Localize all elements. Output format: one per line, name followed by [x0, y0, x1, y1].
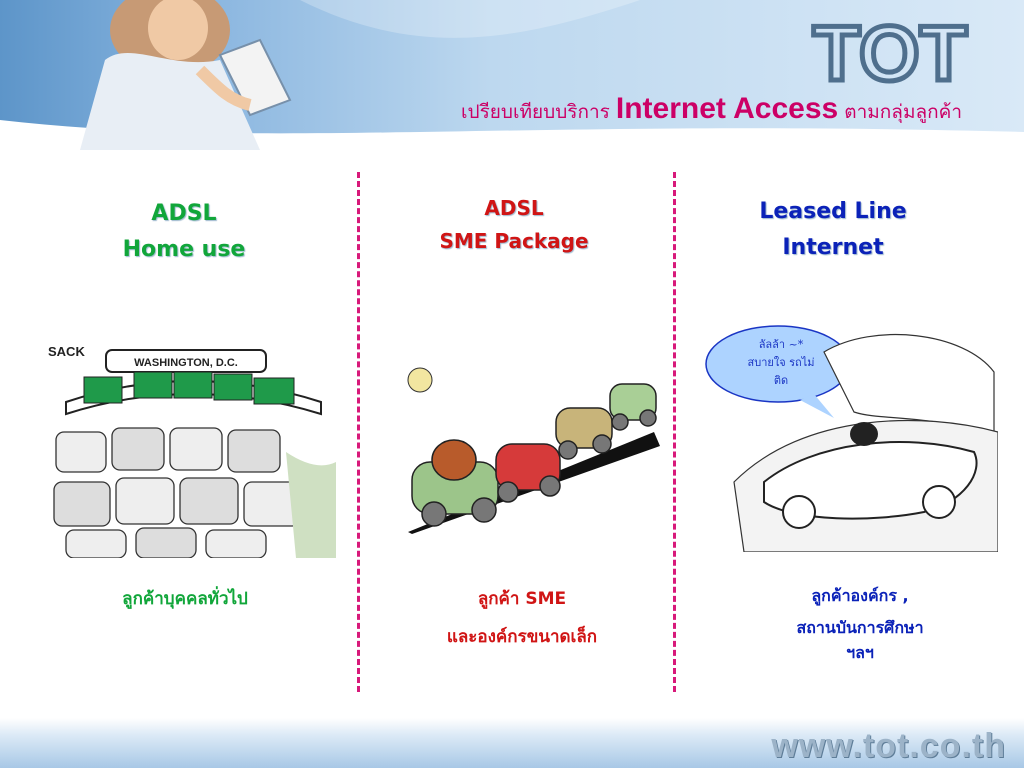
title-prefix: เปรียบเทียบบริการ: [461, 101, 610, 123]
bailout-gate-signs: [83, 371, 295, 405]
website-url[interactable]: www.tot.co.th: [771, 727, 1006, 765]
cars-uphill-cartoon: [407, 367, 660, 534]
heading-adsl-sme: ADSL SME Package: [439, 196, 589, 253]
caption-corporate-customers: ลูกค้าองค์กร , สถานบันการศึกษา ฯลฯ: [796, 586, 924, 662]
heading-leased-line: Leased Line Internet: [759, 199, 907, 260]
traffic-jam-cartoon: SACK WASHINGTON, D.C.: [46, 342, 336, 558]
tot-logo: TOT: [810, 14, 970, 94]
column-divider-right: [673, 172, 676, 692]
page-title: เปรียบเทียบบริการ Internet Access ตามกลุ…: [461, 92, 962, 127]
caption-home-customers: ลูกค้าบุคคลทั่วไป: [122, 589, 248, 609]
woman-with-laptop-photo: [80, 0, 292, 150]
column-divider-left: [357, 172, 360, 692]
svg-text:WASHINGTON, D.C.: WASHINGTON, D.C.: [134, 357, 238, 369]
title-main: Internet Access: [615, 92, 839, 125]
header-banner: TOT เปรียบเทียบบริการ Internet Access ตา…: [0, 0, 1024, 150]
caption-sme-customers: ลูกค้า SME และองค์กรขนาดเล็ก: [446, 589, 598, 647]
convertible-car-cartoon: [705, 325, 998, 552]
svg-text:TOT: TOT: [813, 14, 968, 94]
svg-text:SACK: SACK: [48, 344, 85, 359]
heading-adsl-home: ADSL Home use: [122, 201, 246, 262]
title-suffix: ตามกลุ่มลูกค้า: [844, 101, 962, 123]
footer-band: [0, 718, 1024, 768]
speech-bubble-text: ลัลล้า ~* สบายใจ รถไม่ ติด: [747, 338, 815, 387]
